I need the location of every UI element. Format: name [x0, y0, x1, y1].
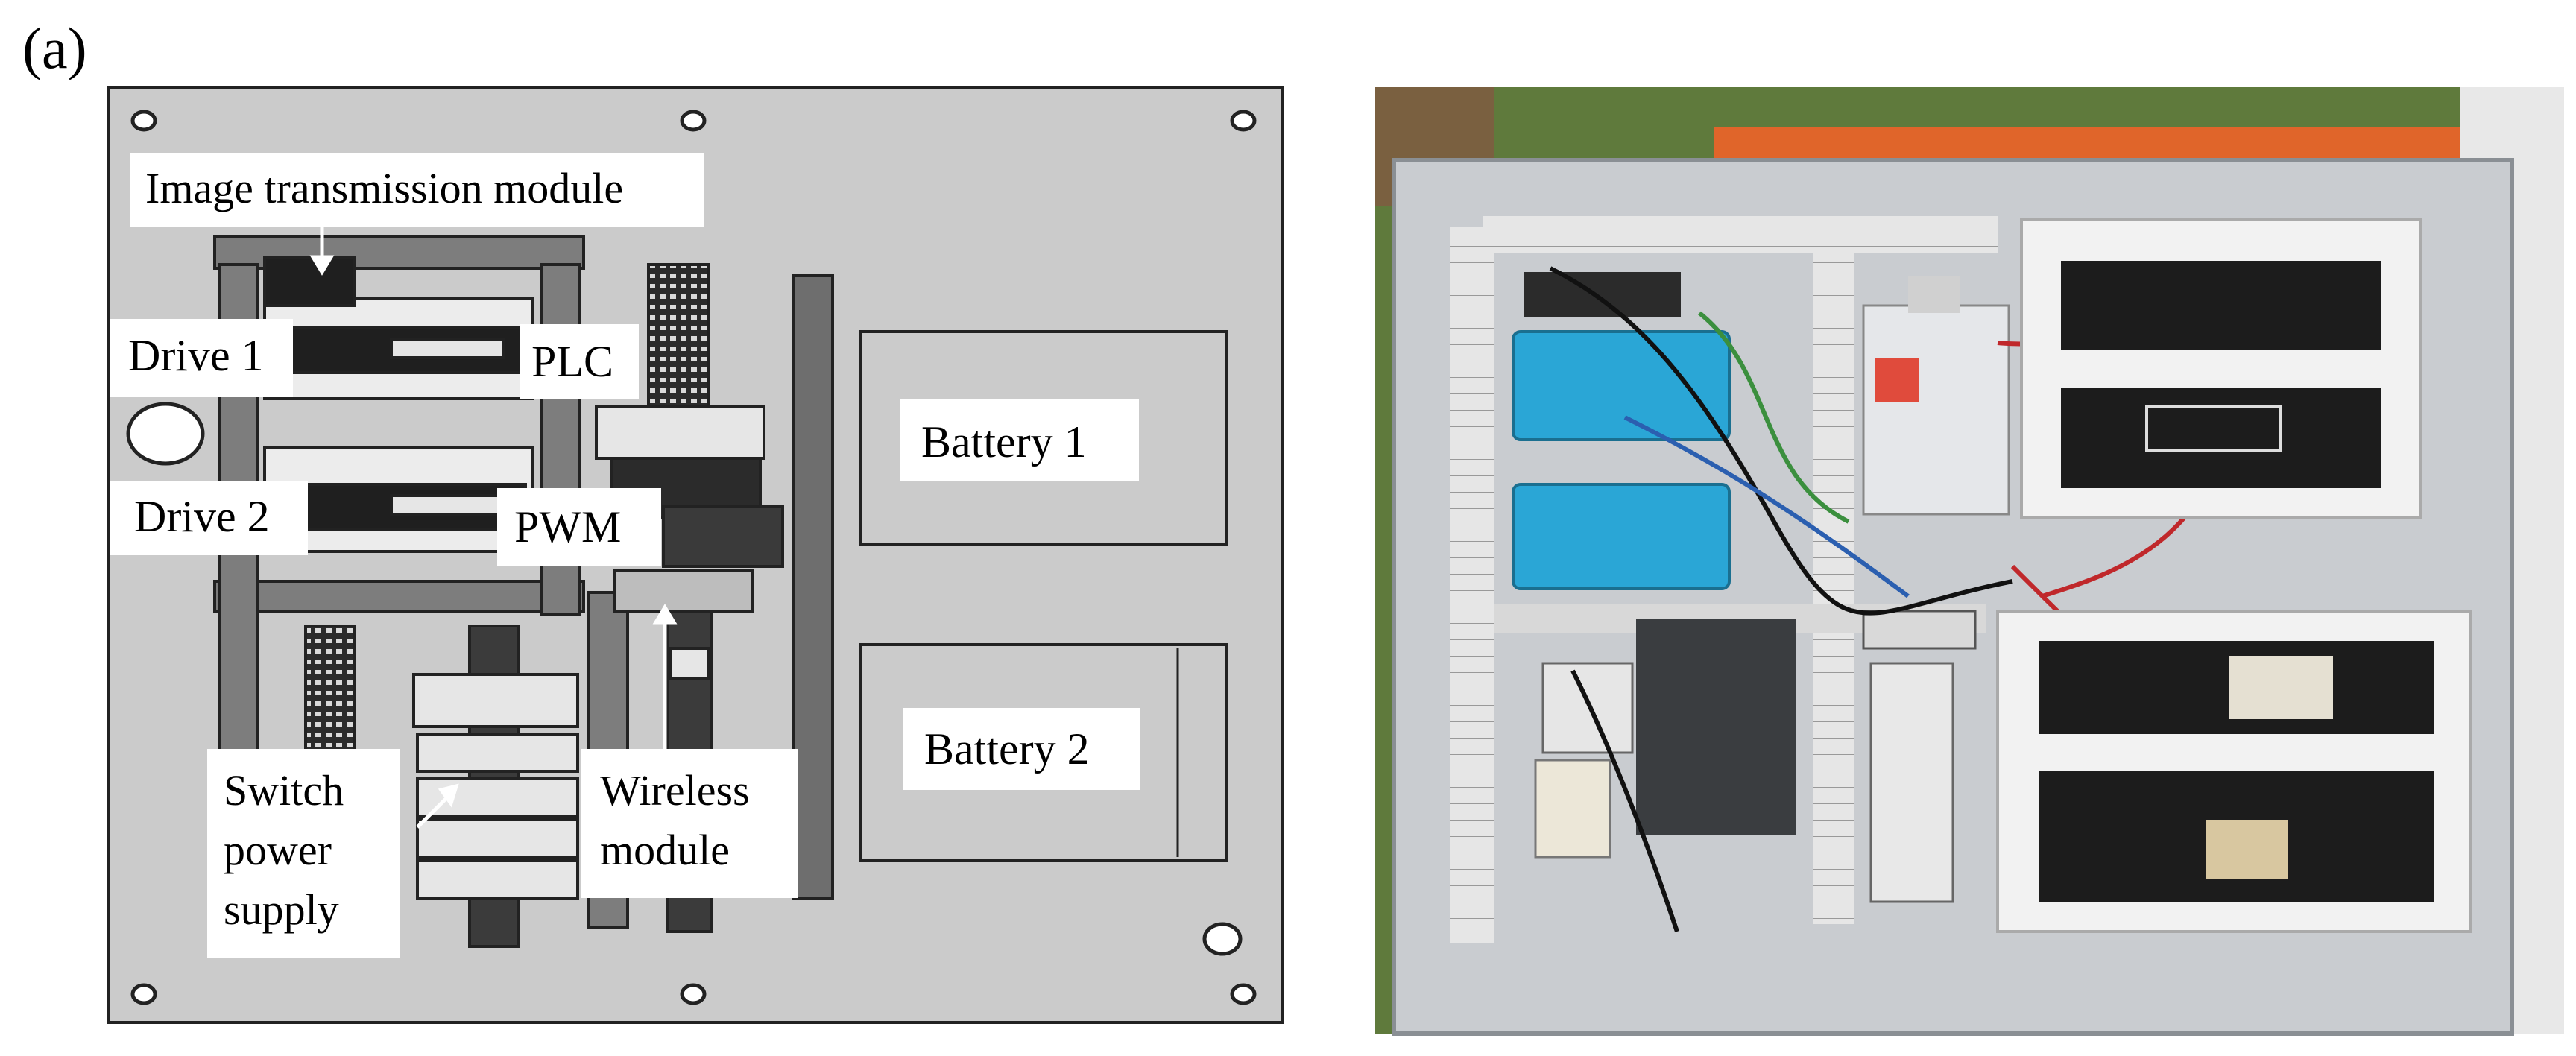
label-drive-1: Drive 1	[128, 331, 264, 380]
battery-2-outline	[859, 643, 1228, 862]
label-pwm: PWM	[514, 502, 621, 551]
drive-1-unit	[263, 256, 534, 400]
label-switch-power-supply-line-3: supply	[224, 885, 339, 934]
photo-breakers	[1869, 662, 1954, 903]
cable-duct-left	[1450, 227, 1494, 943]
photo-power-supply	[1636, 619, 1796, 835]
photo-drive-1	[1512, 330, 1731, 441]
drive-2-unit	[263, 446, 534, 553]
photo-plc	[1862, 304, 2010, 516]
label-plc: PLC	[531, 337, 613, 386]
switch-power-supply-unit	[412, 673, 579, 900]
plc-unit	[595, 263, 784, 613]
label-wireless-module-line-1: Wireless	[600, 766, 750, 815]
label-battery-2: Battery 2	[924, 724, 1090, 774]
label-switch-power-supply-line-2: power	[224, 826, 332, 874]
battery-1-outline	[859, 330, 1228, 546]
label-switch-power-supply-line-1: Switch	[224, 766, 344, 815]
image-transmission-label-box	[130, 153, 704, 227]
mounting-holes	[126, 110, 1257, 1005]
label-drive-2: Drive 2	[134, 492, 270, 541]
label-battery-1: Battery 1	[921, 417, 1087, 467]
label-image-transmission-module: Image transmission module	[145, 164, 623, 212]
label-wireless-module-line-2: module	[600, 826, 730, 874]
callout-arrows	[309, 227, 678, 829]
control-box-photo	[1375, 87, 2564, 1036]
panel-label: (a)	[22, 16, 87, 80]
photo-drive-2	[1512, 483, 1731, 590]
schematic-drawing: Image transmission module Drive 1 PLC Dr…	[107, 86, 1284, 1024]
